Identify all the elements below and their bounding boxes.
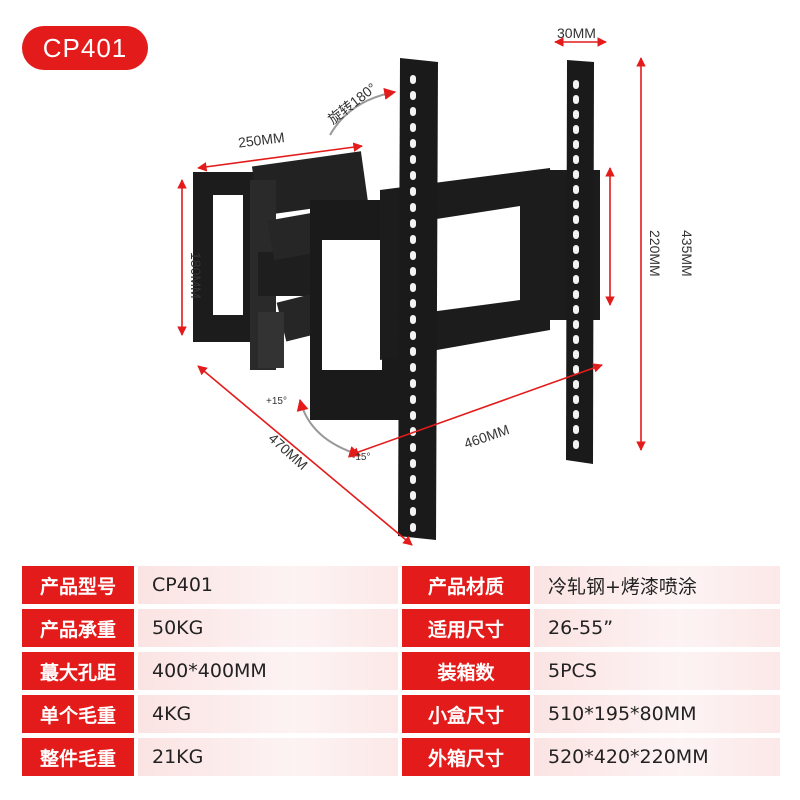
rail-hole (573, 290, 579, 299)
spec-label: 小盒尺寸 (402, 695, 530, 733)
vertical-rail-left (398, 58, 438, 540)
rail-hole (410, 347, 416, 356)
rail-hole (410, 475, 416, 484)
rail-hole (410, 219, 416, 228)
rail-hole (410, 267, 416, 276)
rail-hole (410, 203, 416, 212)
center-frame (310, 168, 600, 420)
rail-hole (573, 245, 579, 254)
spec-row: 产品型号 CP401 产品材质 冷轧钢+烤漆喷涂 (22, 566, 780, 604)
dim-460mm: 460MM (462, 421, 511, 451)
rail-hole (410, 123, 416, 132)
spec-label: 单个毛重 (22, 695, 134, 733)
dim-250mm: 250MM (237, 129, 285, 151)
vertical-rail-right (566, 60, 594, 464)
rail-hole (410, 75, 416, 84)
rail-hole (410, 411, 416, 420)
rail-hole (410, 315, 416, 324)
spec-label: 整件毛重 (22, 738, 134, 776)
spec-label: 产品材质 (402, 566, 530, 604)
rail-hole (410, 443, 416, 452)
rail-hole (573, 260, 579, 269)
dim-30mm: 30MM (557, 25, 596, 41)
spec-value: 5PCS (534, 652, 780, 690)
rail-hole (410, 523, 416, 532)
spec-value: 21KG (138, 738, 398, 776)
rail-hole (573, 140, 579, 149)
spec-value: 50KG (138, 609, 398, 647)
rail-hole (573, 275, 579, 284)
spec-label: 外箱尺寸 (402, 738, 530, 776)
rail-hole (573, 125, 579, 134)
rail-hole (573, 305, 579, 314)
rail-hole (410, 187, 416, 196)
rail-hole (573, 395, 579, 404)
rail-hole (410, 107, 416, 116)
dimension-lines (177, 37, 646, 546)
model-badge: CP401 (22, 26, 148, 70)
spec-row: 整件毛重 21KG 外箱尺寸 520*420*220MM (22, 738, 780, 776)
rail-hole (573, 320, 579, 329)
rail-hole (410, 363, 416, 372)
rail-hole (573, 95, 579, 104)
rail-hole (410, 331, 416, 340)
rail-hole (410, 395, 416, 404)
spec-value: 400*400MM (138, 652, 398, 690)
rail-hole (410, 91, 416, 100)
spec-value: 冷轧钢+烤漆喷涂 (534, 566, 780, 604)
spec-label: 产品型号 (22, 566, 134, 604)
rail-hole (573, 380, 579, 389)
rail-hole (573, 425, 579, 434)
rail-hole (573, 185, 579, 194)
rotation-arcs (296, 87, 397, 458)
rail-hole (410, 155, 416, 164)
rail-hole (410, 459, 416, 468)
spec-label: 蕞大孔距 (22, 652, 134, 690)
rail-hole (573, 335, 579, 344)
dim-tilt-up: +15° (266, 396, 287, 407)
rail-hole (573, 365, 579, 374)
spec-value: 510*195*80MM (534, 695, 780, 733)
spec-row: 蕞大孔距 400*400MM 装箱数 5PCS (22, 652, 780, 690)
dim-435mm: 435MM (679, 230, 695, 277)
spec-label: 装箱数 (402, 652, 530, 690)
rail-hole (410, 379, 416, 388)
product-drawing: 30MM 旋转180° 250MM 180MM 220MM 435MM +15°… (177, 25, 695, 546)
spec-value: 26-55” (534, 609, 780, 647)
rail-hole (573, 410, 579, 419)
dim-tilt-down: -15° (352, 452, 370, 463)
rail-hole (573, 215, 579, 224)
rail-hole (573, 440, 579, 449)
rail-hole (410, 299, 416, 308)
rail-hole (410, 251, 416, 260)
rail-hole (410, 171, 416, 180)
dim-rotate: 旋转180° (325, 80, 380, 128)
rail-hole (573, 155, 579, 164)
rail-hole (573, 170, 579, 179)
spec-value: CP401 (138, 566, 398, 604)
rail-hole (573, 200, 579, 209)
rail-hole (573, 230, 579, 239)
spec-value: 4KG (138, 695, 398, 733)
spec-label: 适用尺寸 (402, 609, 530, 647)
rail-hole (410, 507, 416, 516)
spec-label: 产品承重 (22, 609, 134, 647)
dim-180mm: 180MM (188, 252, 204, 299)
spec-value: 520*420*220MM (534, 738, 780, 776)
rail-hole (573, 350, 579, 359)
rail-hole (410, 235, 416, 244)
dim-470mm: 470MM (266, 430, 311, 473)
rail-hole (410, 491, 416, 500)
rail-hole (410, 283, 416, 292)
dim-220mm: 220MM (647, 230, 663, 277)
rail-hole (573, 110, 579, 119)
rail-hole (410, 139, 416, 148)
spec-row: 产品承重 50KG 适用尺寸 26-55” (22, 609, 780, 647)
rail-hole (573, 80, 579, 89)
spec-table: 产品型号 CP401 产品材质 冷轧钢+烤漆喷涂 产品承重 50KG 适用尺寸 … (22, 566, 780, 781)
spec-row: 单个毛重 4KG 小盒尺寸 510*195*80MM (22, 695, 780, 733)
